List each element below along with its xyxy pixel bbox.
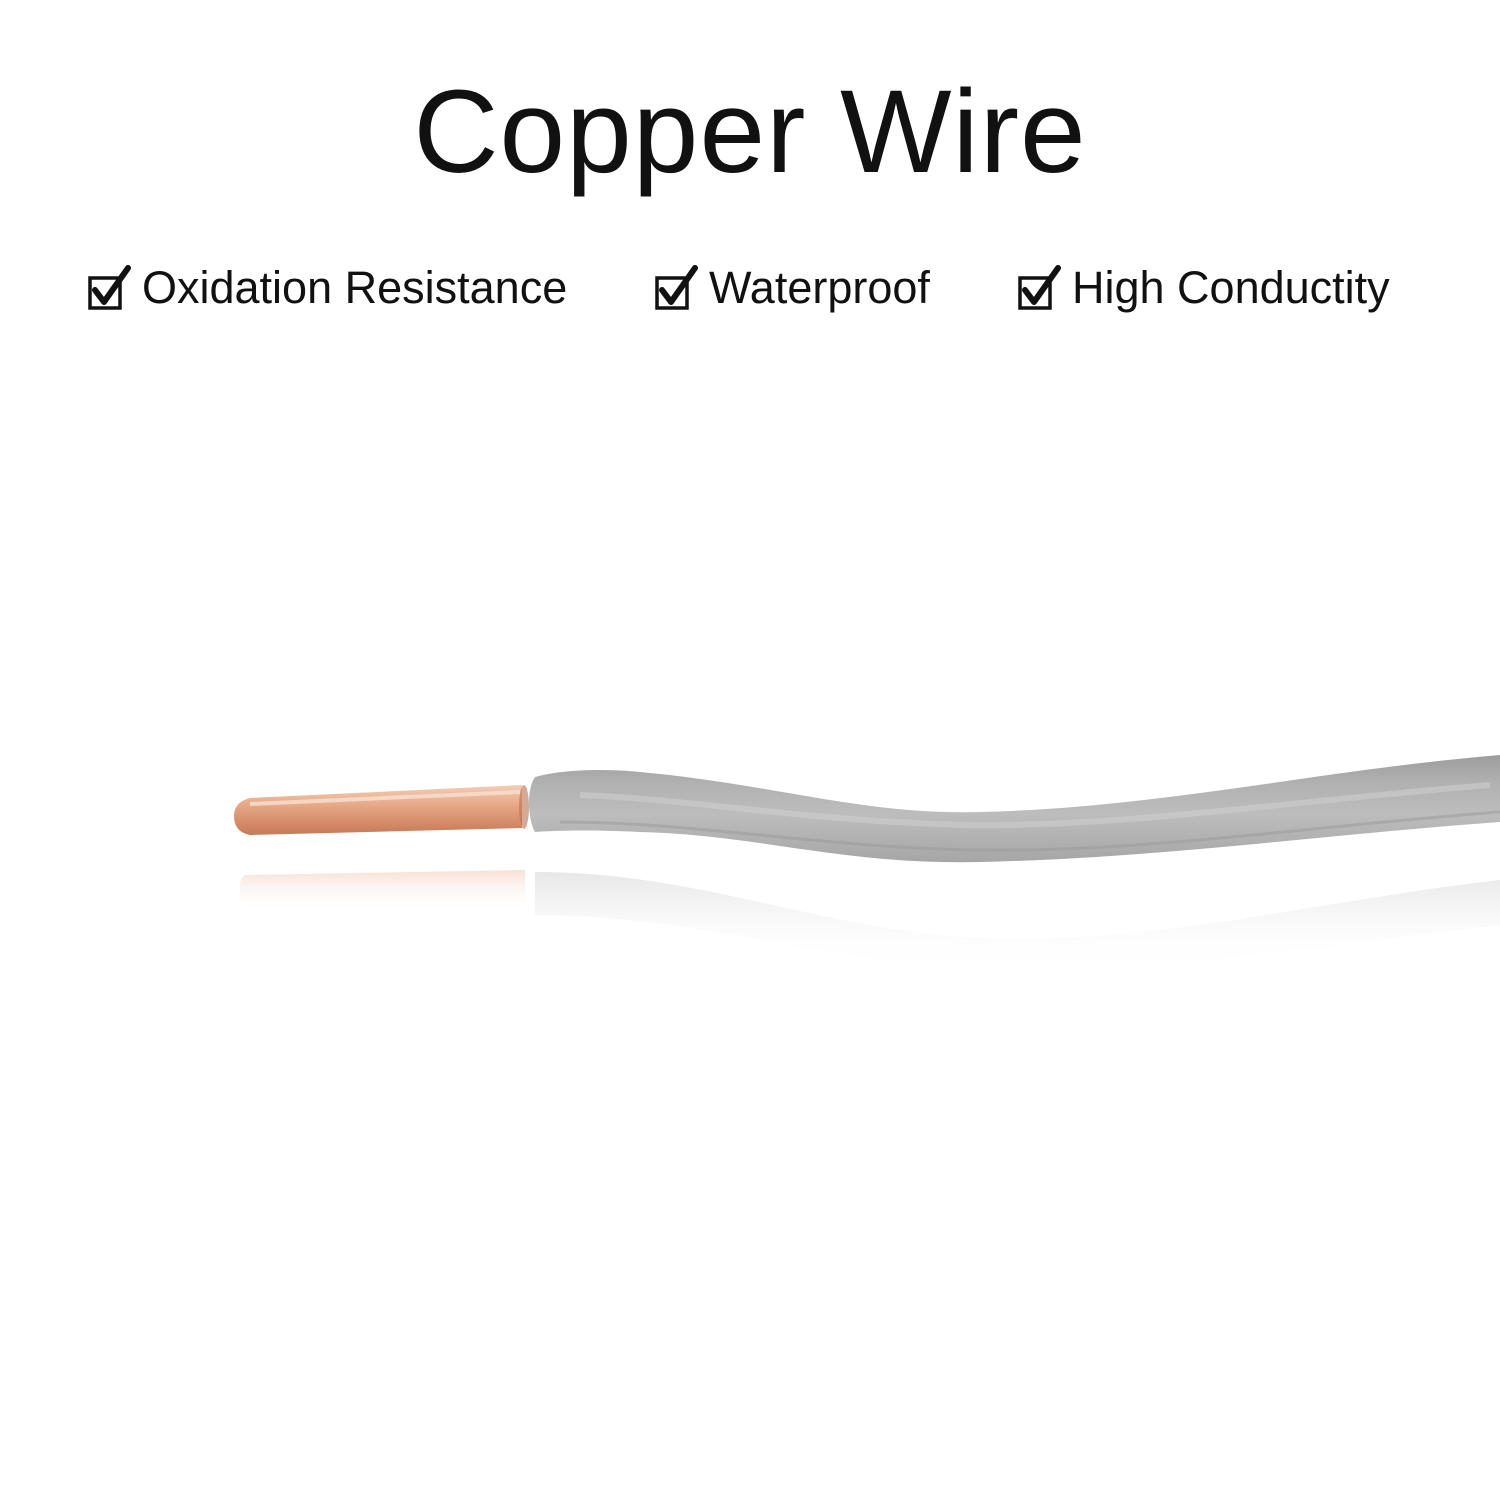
feature-label: Waterproof — [709, 262, 930, 313]
copper-conductor — [234, 785, 522, 835]
page-title: Copper Wire — [413, 66, 1087, 198]
wire-insulation — [528, 755, 1500, 863]
feature-high-conductity: High Conductity — [1018, 258, 1390, 318]
feature-label: Oxidation Resistance — [142, 262, 568, 313]
feature-list: Oxidation Resistance Waterproof High Con… — [0, 258, 1500, 318]
checkbox-checked-icon — [88, 265, 131, 310]
checkbox-checked-icon — [655, 265, 698, 310]
feature-oxidation-resistance: Oxidation Resistance — [88, 258, 567, 318]
wire-reflection — [239, 870, 1500, 971]
checkbox-checked-icon — [1018, 265, 1061, 310]
feature-waterproof: Waterproof — [655, 258, 930, 318]
feature-label: High Conductity — [1072, 262, 1390, 313]
